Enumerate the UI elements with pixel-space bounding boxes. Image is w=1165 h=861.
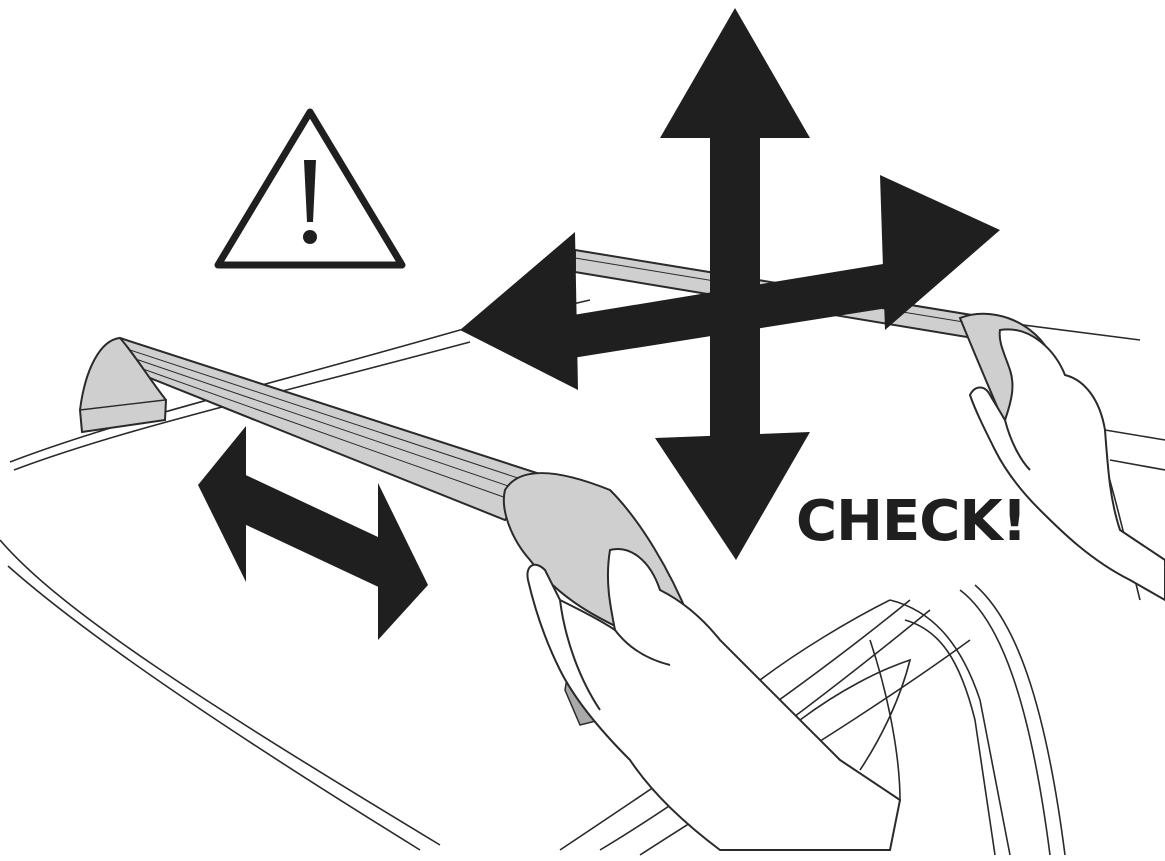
warning-triangle-icon	[218, 112, 402, 265]
check-label: CHECK!	[796, 494, 1026, 550]
